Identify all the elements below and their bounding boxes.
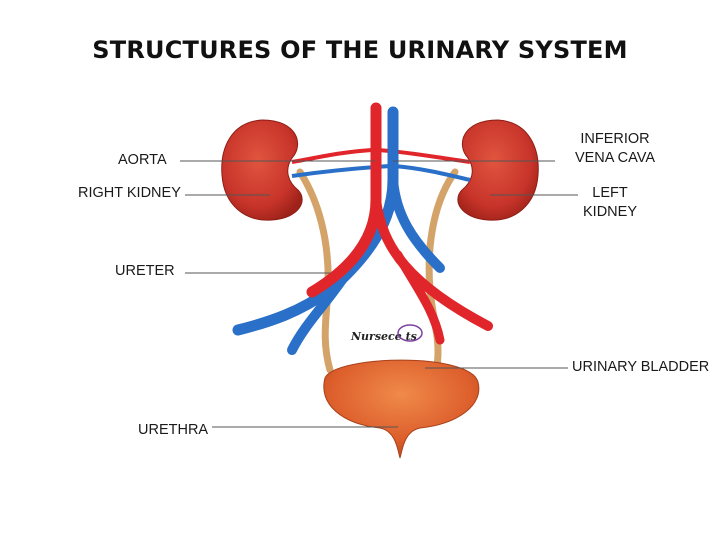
right-ureter	[296, 168, 334, 374]
watermark-stethoscope-icon	[397, 324, 423, 342]
aorta-branch-lower	[393, 250, 445, 345]
ivc-branch-left	[388, 175, 445, 273]
left-renal-vein	[393, 164, 471, 182]
aorta	[306, 102, 382, 298]
label-left-kidney-line2: KIDNEY	[583, 204, 637, 220]
watermark-text: Nursece ts	[350, 330, 417, 343]
label-ureter: URETER	[115, 263, 175, 279]
label-inferior-vena-cava-line1: INFERIOR	[580, 131, 650, 147]
label-urethra: URETHRA	[138, 422, 209, 438]
label-left-kidney: LEFT KIDNEY	[570, 184, 650, 222]
right-renal-artery	[291, 148, 373, 164]
label-inferior-vena-cava-line2: VENA CAVA	[574, 150, 656, 166]
label-aorta: AORTA	[118, 152, 167, 168]
label-left-kidney-line1: LEFT	[592, 185, 628, 201]
left-kidney	[457, 119, 539, 221]
label-urinary-bladder: URINARY BLADDER	[572, 359, 710, 375]
label-inferior-vena-cava: INFERIOR VENA CAVA	[560, 130, 670, 168]
label-right-kidney: RIGHT KIDNEY	[78, 185, 181, 201]
right-kidney	[221, 119, 303, 221]
urinary-bladder	[323, 359, 480, 459]
diagram-title: STRUCTURES OF THE URINARY SYSTEM	[92, 36, 628, 64]
ivc-branch-lower	[287, 263, 355, 355]
